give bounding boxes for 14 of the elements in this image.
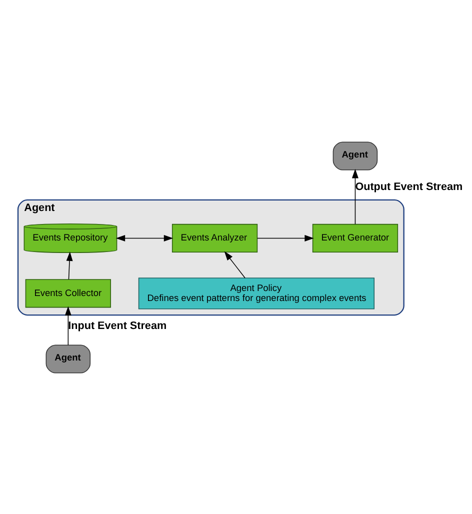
arrow	[224, 250, 246, 278]
arrow	[256, 234, 314, 241]
node-box: Event Generator	[312, 223, 398, 252]
arrow	[66, 251, 73, 280]
node-box: Agent Policy Defines event patterns for generating complex events	[138, 277, 375, 309]
node-box: Events Analyzer	[172, 223, 258, 252]
arrow	[64, 306, 72, 345]
node-box: Agent	[46, 344, 91, 373]
arrow	[352, 168, 358, 224]
node-box: Events Collector	[25, 278, 111, 308]
node-box: Agent	[332, 141, 378, 170]
edge-label: Output Event Stream	[355, 180, 463, 193]
edge-label: Input Event Stream	[68, 320, 167, 332]
arrow	[116, 234, 174, 241]
